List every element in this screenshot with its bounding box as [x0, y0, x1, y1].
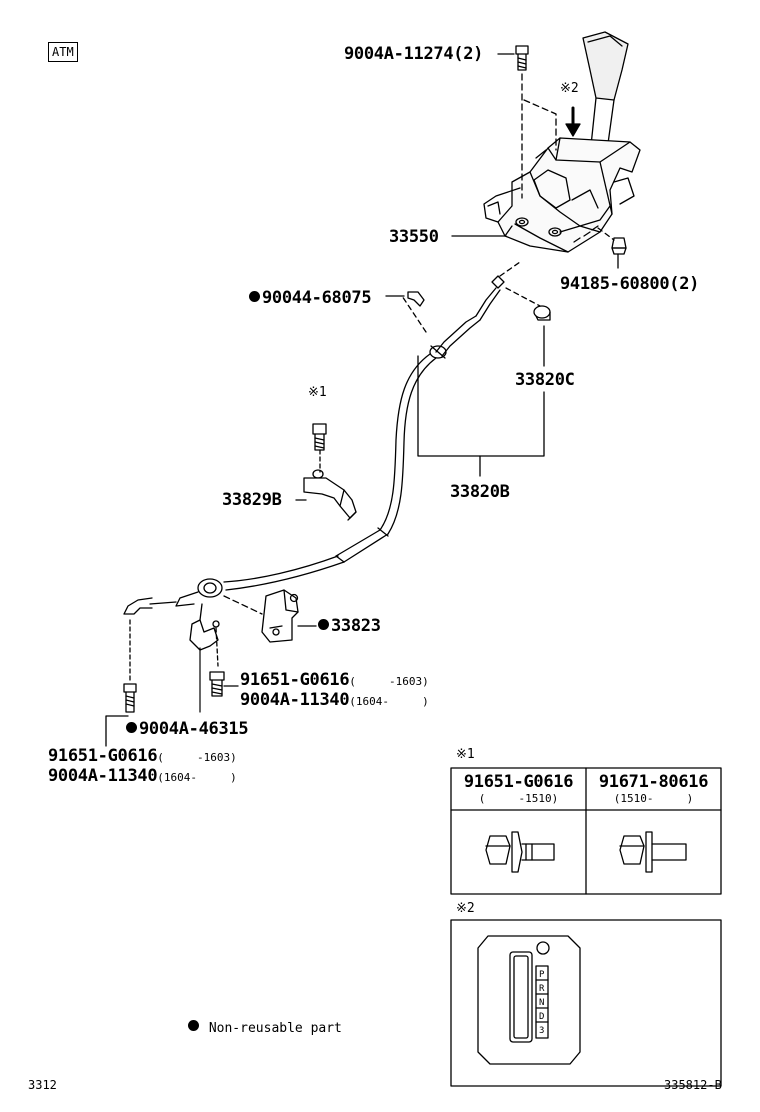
table1-mark: ※1 [456, 747, 475, 762]
table1-col2-part: 91671-80616 [598, 772, 709, 792]
part-label-clip: 90044-68075 [249, 288, 372, 308]
table1-col1-part: 91651-G0616 [463, 772, 574, 792]
legend: Non-reusable part [188, 1020, 342, 1037]
bracket-drawing [261, 589, 299, 643]
svg-text:3: 3 [539, 1026, 544, 1036]
table2-mark: ※2 [456, 901, 475, 916]
bolt-low-b: 9004A-11340 [48, 766, 158, 786]
bolt-low-a-range: ( -1603) [157, 751, 237, 764]
part-label-bushing: 33820C [515, 370, 575, 390]
part-label-clamp: 33829B [222, 490, 282, 510]
indicator-panel-drawing [477, 935, 581, 1065]
note-mark-1: ※1 [308, 385, 327, 400]
note-mark-2: ※2 [560, 81, 579, 96]
table1-col2-range: (1510- ) [613, 792, 694, 805]
part-label-nut: 94185-60800(2) [560, 274, 700, 294]
bolt-low-drawing [123, 683, 137, 713]
atm-tag: ATM [48, 42, 78, 62]
bolt-top-drawing [515, 45, 529, 71]
svg-text:D: D [539, 1012, 544, 1022]
non-reusable-dot-icon [126, 722, 137, 733]
footer-right-code: 335812-B [664, 1078, 722, 1092]
table1-col1-range: ( -1510) [478, 792, 559, 805]
part-label-bolt-low: 91651-G0616( -1603) 9004A-11340(1604- ) [48, 746, 237, 786]
table1-bolt2-drawing [619, 831, 687, 873]
svg-text:P: P [539, 970, 545, 980]
part-label-cable: 33820B [450, 482, 510, 502]
bolt-mid-drawing [209, 671, 225, 697]
footer-left-code: 3312 [28, 1078, 57, 1092]
non-reusable-dot-icon [249, 291, 260, 302]
part-label-bracket: 33823 [318, 616, 381, 636]
clip-drawing [407, 291, 425, 307]
non-reusable-dot-icon [188, 1020, 199, 1031]
retainer-drawing [189, 603, 220, 651]
legend-label: Non-reusable part [208, 1021, 342, 1036]
svg-text:N: N [539, 998, 544, 1008]
bracket-part-number: 33823 [331, 616, 381, 636]
cable-drawing [123, 275, 505, 615]
part-label-retainer: 9004A-46315 [126, 719, 249, 739]
part-label-shift-lever: 33550 [389, 227, 439, 247]
bolt-mid-b-range: (1604- ) [349, 695, 429, 708]
clip-part-number: 90044-68075 [262, 288, 372, 308]
retainer-part-number: 9004A-46315 [139, 719, 249, 739]
clamp-bolt-drawing [312, 423, 327, 451]
bolt-mid-a: 91651-G0616 [240, 670, 350, 690]
shift-lever-assy-drawing [483, 137, 641, 253]
table1-bolt1-drawing [485, 831, 555, 873]
table2-frame [450, 919, 722, 1087]
clamp-drawing [303, 469, 357, 521]
bushing-drawing [533, 305, 551, 321]
bolt-low-a: 91651-G0616 [48, 746, 158, 766]
non-reusable-dot-icon [318, 619, 329, 630]
nut-drawing [611, 237, 627, 255]
bolt-mid-b: 9004A-11340 [240, 690, 350, 710]
bolt-mid-a-range: ( -1603) [349, 675, 429, 688]
bolt-low-b-range: (1604- ) [157, 771, 237, 784]
svg-text:R: R [539, 984, 545, 994]
part-label-bolt-top: 9004A-11274(2) [344, 44, 484, 64]
indicator-letters: P R N D 3 [539, 970, 545, 1036]
part-label-bolt-mid: 91651-G0616( -1603) 9004A-11340(1604- ) [240, 670, 429, 710]
table1-frame [450, 767, 722, 895]
